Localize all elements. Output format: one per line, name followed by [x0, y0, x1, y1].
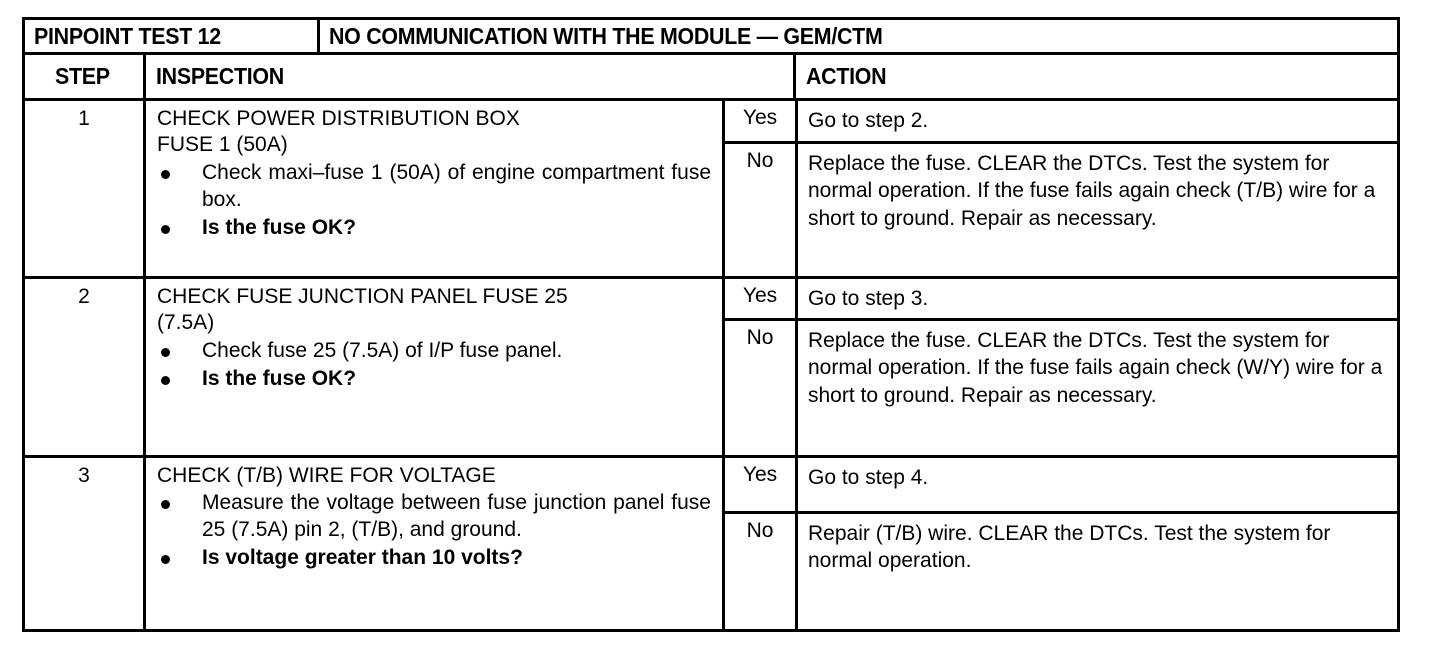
- answer-label-yes: Yes: [742, 284, 778, 307]
- answer-label-yes: Yes: [742, 463, 778, 486]
- action-no-cell: Repair (T/B) wire. CLEAR the DTCs. Test …: [798, 514, 1397, 629]
- step-number: 1: [78, 107, 90, 130]
- answer-label-no-cell: No: [725, 321, 798, 455]
- step-inspection-cell: CHECK (T/B) WIRE FOR VOLTAGE Measure the…: [146, 458, 725, 629]
- answer-no-block: No Repair (T/B) wire. CLEAR the DTCs. Te…: [725, 514, 1397, 629]
- inspection-title: CHECK (T/B) WIRE FOR VOLTAGE: [157, 464, 496, 487]
- answer-label-yes-cell: Yes: [725, 101, 798, 141]
- pinpoint-test-table: PINPOINT TEST 12 NO COMMUNICATION WITH T…: [22, 17, 1400, 632]
- pinpoint-test-description-cell: NO COMMUNICATION WITH THE MODULE — GEM/C…: [320, 20, 1397, 52]
- inspection-bullet-question: Is voltage greater than 10 volts?: [157, 545, 711, 572]
- table-row: 1 CHECK POWER DISTRIBUTION BOX FUSE 1 (5…: [25, 101, 1397, 279]
- pinpoint-test-label-cell: PINPOINT TEST 12: [25, 20, 320, 52]
- action-no-cell: Replace the fuse. CLEAR the DTCs. Test t…: [798, 144, 1397, 276]
- pinpoint-test-description: NO COMMUNICATION WITH THE MODULE — GEM/C…: [329, 22, 883, 49]
- action-yes-text: Go to step 2.: [808, 109, 929, 132]
- step-number: 3: [78, 464, 90, 487]
- answer-label-no: No: [746, 519, 774, 542]
- action-no-text: Repair (T/B) wire. CLEAR the DTCs. Test …: [808, 522, 1331, 573]
- action-yes-cell: Go to step 2.: [798, 101, 1397, 141]
- answer-label-no-cell: No: [725, 144, 798, 276]
- inspection-bullet: Check fuse 25 (7.5A) of I/P fuse panel.: [157, 338, 711, 365]
- action-yes-cell: Go to step 4.: [798, 458, 1397, 511]
- answer-label-no-cell: No: [725, 514, 798, 629]
- table-row: 2 CHECK FUSE JUNCTION PANEL FUSE 25 (7.5…: [25, 279, 1397, 458]
- column-header-step-cell: STEP: [25, 55, 146, 98]
- step-inspection-cell: CHECK POWER DISTRIBUTION BOX FUSE 1 (50A…: [146, 101, 725, 276]
- inspection-bullet-list: Check maxi–fuse 1 (50A) of engine compar…: [157, 160, 711, 242]
- inspection-bullet-question: Is the fuse OK?: [157, 215, 711, 242]
- pinpoint-test-label: PINPOINT TEST 12: [34, 22, 221, 49]
- action-yes-text: Go to step 3.: [808, 287, 929, 310]
- answer-label-yes-cell: Yes: [725, 458, 798, 511]
- inspection-bullet: Check maxi–fuse 1 (50A) of engine compar…: [157, 160, 711, 214]
- table-title-row: PINPOINT TEST 12 NO COMMUNICATION WITH T…: [25, 20, 1397, 55]
- inspection-bullet-question: Is the fuse OK?: [157, 366, 711, 393]
- column-header-row: STEP INSPECTION ACTION: [25, 55, 1397, 101]
- column-header-inspection: INSPECTION: [156, 63, 284, 89]
- answer-label-yes: Yes: [742, 106, 778, 129]
- answer-label-no: No: [746, 149, 774, 172]
- answer-column: Yes Go to step 4. No Repair (T/B) wire. …: [725, 458, 1397, 629]
- answer-column: Yes Go to step 3. No Replace the fuse. C…: [725, 279, 1397, 455]
- inspection-title: CHECK FUSE JUNCTION PANEL FUSE 25 (7.5A): [157, 285, 568, 335]
- answer-column: Yes Go to step 2. No Replace the fuse. C…: [725, 101, 1397, 276]
- column-header-inspection-cell: INSPECTION: [146, 55, 796, 98]
- answer-yes-block: Yes Go to step 2.: [725, 101, 1397, 144]
- column-header-action-cell: ACTION: [796, 55, 1397, 98]
- answer-yes-block: Yes Go to step 4.: [725, 458, 1397, 514]
- answer-label-yes-cell: Yes: [725, 279, 798, 318]
- inspection-bullet-list: Check fuse 25 (7.5A) of I/P fuse panel. …: [157, 338, 711, 393]
- step-number-cell: 2: [25, 279, 146, 455]
- column-header-step: STEP: [54, 63, 110, 89]
- inspection-title: CHECK POWER DISTRIBUTION BOX FUSE 1 (50A…: [157, 107, 520, 157]
- table-row: 3 CHECK (T/B) WIRE FOR VOLTAGE Measure t…: [25, 458, 1397, 629]
- answer-label-no: No: [746, 326, 774, 349]
- step-number-cell: 1: [25, 101, 146, 276]
- inspection-bullet: Measure the voltage between fuse junctio…: [157, 490, 711, 544]
- action-yes-text: Go to step 4.: [808, 466, 929, 489]
- answer-no-block: No Replace the fuse. CLEAR the DTCs. Tes…: [725, 321, 1397, 455]
- step-number-cell: 3: [25, 458, 146, 629]
- column-header-action: ACTION: [806, 63, 887, 89]
- answer-no-block: No Replace the fuse. CLEAR the DTCs. Tes…: [725, 144, 1397, 276]
- answer-yes-block: Yes Go to step 3.: [725, 279, 1397, 321]
- action-no-text: Replace the fuse. CLEAR the DTCs. Test t…: [808, 152, 1376, 230]
- inspection-bullet-list: Measure the voltage between fuse junctio…: [157, 490, 711, 572]
- step-number: 2: [78, 285, 90, 308]
- action-no-cell: Replace the fuse. CLEAR the DTCs. Test t…: [798, 321, 1397, 455]
- action-yes-cell: Go to step 3.: [798, 279, 1397, 318]
- action-no-text: Replace the fuse. CLEAR the DTCs. Test t…: [808, 329, 1383, 407]
- step-inspection-cell: CHECK FUSE JUNCTION PANEL FUSE 25 (7.5A)…: [146, 279, 725, 455]
